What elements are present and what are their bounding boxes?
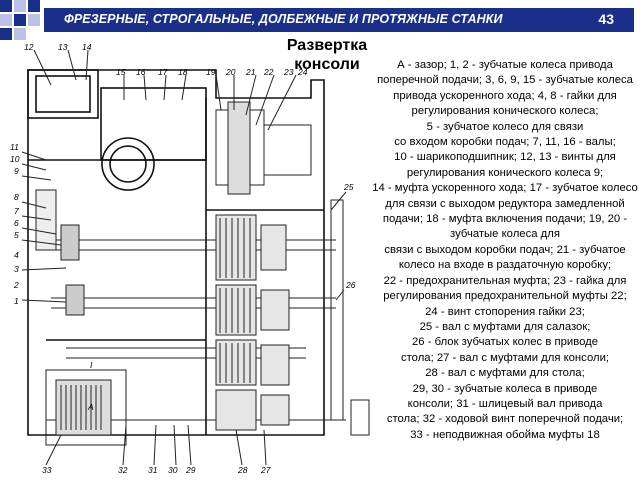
svg-text:17: 17 <box>158 67 168 77</box>
svg-text:24: 24 <box>297 67 308 77</box>
svg-text:7: 7 <box>14 206 19 216</box>
svg-text:16: 16 <box>136 67 146 77</box>
svg-text:6: 6 <box>14 218 19 228</box>
svg-text:8: 8 <box>14 192 19 202</box>
svg-text:14: 14 <box>82 42 92 52</box>
svg-text:28: 28 <box>237 465 248 475</box>
svg-text:27: 27 <box>260 465 271 475</box>
svg-text:2: 2 <box>13 280 19 290</box>
header-title: ФРЕЗЕРНЫЕ, СТРОГАЛЬНЫЕ, ДОЛБЕЖНЫЕ И ПРОТ… <box>64 12 503 26</box>
svg-text:33: 33 <box>42 465 52 475</box>
svg-text:I: I <box>90 360 93 370</box>
svg-text:25: 25 <box>343 182 354 192</box>
svg-text:15: 15 <box>116 67 126 77</box>
parts-legend: А - зазор; 1, 2 - зубчатые колеса привод… <box>372 59 638 441</box>
svg-text:9: 9 <box>14 166 19 176</box>
slide-title: Развертка консоли <box>286 37 368 73</box>
header-bar: ФРЕЗЕРНЫЕ, СТРОГАЛЬНЫЕ, ДОЛБЕЖНЫЕ И ПРОТ… <box>44 8 634 32</box>
svg-text:19: 19 <box>206 67 216 77</box>
svg-text:23: 23 <box>283 67 294 77</box>
svg-text:22: 22 <box>263 67 274 77</box>
page-number: 43 <box>598 11 614 27</box>
svg-text:21: 21 <box>245 67 256 77</box>
svg-text:5: 5 <box>14 230 19 240</box>
svg-text:20: 20 <box>225 67 236 77</box>
svg-text:11: 11 <box>10 142 19 152</box>
svg-text:4: 4 <box>14 250 19 260</box>
svg-text:30: 30 <box>168 465 178 475</box>
svg-text:1: 1 <box>14 296 19 306</box>
corner-decoration <box>0 0 46 40</box>
svg-text:13: 13 <box>58 42 68 52</box>
svg-text:10: 10 <box>10 154 20 164</box>
svg-text:31: 31 <box>148 465 158 475</box>
svg-text:3: 3 <box>14 264 19 274</box>
svg-text:26: 26 <box>345 280 356 290</box>
svg-text:12: 12 <box>24 42 34 52</box>
svg-text:18: 18 <box>178 67 188 77</box>
svg-text:29: 29 <box>185 465 196 475</box>
svg-text:32: 32 <box>118 465 128 475</box>
svg-text:A: A <box>87 402 94 412</box>
